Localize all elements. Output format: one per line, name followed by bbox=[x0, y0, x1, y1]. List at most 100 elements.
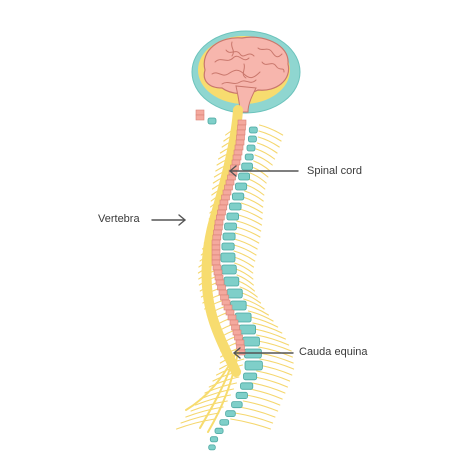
spinal-cord-segment bbox=[220, 294, 229, 301]
vertebra bbox=[220, 252, 236, 263]
vertebra bbox=[225, 410, 236, 418]
nerve-fiber bbox=[240, 202, 263, 214]
spinal-cord-segment bbox=[212, 234, 222, 241]
spinal-cord-segment bbox=[213, 229, 222, 236]
nerve-fiber bbox=[237, 214, 263, 226]
nerve-fiber bbox=[234, 232, 260, 244]
brain-folds bbox=[211, 41, 285, 85]
vertebra bbox=[235, 182, 248, 191]
spinal-cord bbox=[195, 109, 247, 356]
spinal-cord-segment bbox=[211, 239, 221, 246]
nerve-fiber bbox=[254, 376, 288, 388]
nerve-fiber bbox=[244, 190, 264, 202]
vertebra bbox=[223, 276, 240, 287]
spinal-cord-segment bbox=[231, 324, 240, 331]
cauda-equina-strands bbox=[185, 349, 239, 433]
nerve-fiber bbox=[239, 208, 263, 220]
vertebra bbox=[242, 336, 260, 347]
nerve-fiber bbox=[233, 256, 254, 268]
nerve-fiber bbox=[245, 184, 265, 196]
vertebra bbox=[214, 427, 224, 435]
spinal-cord-leader bbox=[229, 165, 299, 177]
vertebra bbox=[219, 419, 230, 426]
vertebra bbox=[246, 144, 256, 152]
nerve-fiber bbox=[257, 136, 280, 148]
leader-lines bbox=[151, 165, 299, 359]
nerve-fiber bbox=[195, 394, 232, 406]
spinal-cord-segment bbox=[213, 269, 223, 276]
spinal-cord-segment bbox=[211, 249, 221, 256]
vertebra bbox=[238, 172, 251, 181]
vertebra bbox=[207, 117, 217, 125]
vertebra bbox=[243, 372, 258, 381]
nerve-fiber bbox=[258, 346, 293, 358]
spinal-cord-segment bbox=[217, 209, 226, 216]
vertebra bbox=[231, 192, 245, 201]
spinal-cord-segment bbox=[234, 334, 243, 341]
nerve-fiber bbox=[245, 304, 269, 316]
vertebra bbox=[222, 232, 236, 241]
nerve-fiber bbox=[233, 238, 258, 250]
nerve-fiber bbox=[258, 130, 282, 142]
spinal-cord-segment bbox=[215, 279, 225, 286]
spinal-cord-segment bbox=[217, 284, 226, 291]
spinal-cord-segment bbox=[232, 329, 242, 336]
spinal-cord-segment bbox=[232, 154, 242, 161]
vertebra-leader bbox=[151, 214, 186, 226]
vertebra bbox=[241, 162, 253, 171]
spinal-cord-segment bbox=[219, 199, 229, 206]
nerve-fiber bbox=[242, 400, 279, 412]
spinal-cord-segment bbox=[237, 124, 246, 131]
nerve-fiber bbox=[236, 274, 254, 286]
spinal-cord-segment bbox=[195, 114, 205, 121]
vertebra bbox=[221, 264, 237, 275]
nerve-fiber bbox=[233, 244, 257, 256]
vertebra bbox=[229, 202, 242, 211]
vertebral-column bbox=[207, 117, 263, 451]
brain-stem bbox=[235, 85, 257, 113]
spinal-cord-segment bbox=[235, 339, 245, 346]
nerve-fiber bbox=[242, 196, 264, 208]
nerve-fiber bbox=[247, 178, 266, 190]
spinal-cord-segment bbox=[222, 189, 232, 196]
spinal-cord-segment bbox=[214, 219, 224, 226]
nerve-fiber bbox=[235, 226, 261, 238]
brain bbox=[203, 36, 290, 95]
cauda-equina-label: Cauda equina bbox=[299, 346, 368, 358]
spinal-cord-segment bbox=[233, 149, 243, 156]
spinal-cord-segment bbox=[224, 184, 233, 191]
spinal-cord-segment bbox=[229, 319, 239, 326]
vertebra bbox=[231, 401, 243, 409]
spinal-cord-segment bbox=[212, 264, 222, 271]
spinal-cord-segment bbox=[218, 289, 228, 296]
spinal-cord-segment bbox=[223, 304, 233, 311]
nerve-fiber bbox=[247, 310, 274, 322]
nerve-fiber bbox=[233, 250, 256, 262]
vertebra bbox=[221, 242, 235, 251]
nerve-fiber bbox=[248, 388, 283, 400]
spinal-cord-segment bbox=[211, 244, 221, 251]
nerve-fiber bbox=[234, 262, 254, 274]
vertebra bbox=[209, 436, 219, 443]
nerve-fiber bbox=[252, 322, 283, 334]
vertebra bbox=[244, 360, 263, 371]
nerve-fiber bbox=[256, 142, 278, 154]
nerve-fiber bbox=[230, 418, 271, 430]
nerve-fiber bbox=[251, 166, 269, 178]
spinal-cord-segment bbox=[225, 309, 235, 316]
nerve-fiber bbox=[255, 334, 290, 346]
nerve-fiber bbox=[204, 382, 238, 394]
nerve-fiber bbox=[254, 328, 286, 340]
vertebra-label: Vertebra bbox=[98, 213, 140, 225]
spinal-cord-segment bbox=[221, 299, 231, 306]
vertebra bbox=[240, 382, 254, 390]
nerve-fiber bbox=[255, 148, 276, 160]
nerve-fiber bbox=[257, 340, 292, 352]
vertebra bbox=[226, 288, 243, 299]
spinal-cord-segment bbox=[237, 119, 247, 126]
nerve-fiber bbox=[253, 160, 271, 172]
vertebra bbox=[238, 324, 257, 335]
cauda-equina-leader bbox=[233, 347, 294, 359]
nerve-fiber bbox=[256, 370, 291, 382]
